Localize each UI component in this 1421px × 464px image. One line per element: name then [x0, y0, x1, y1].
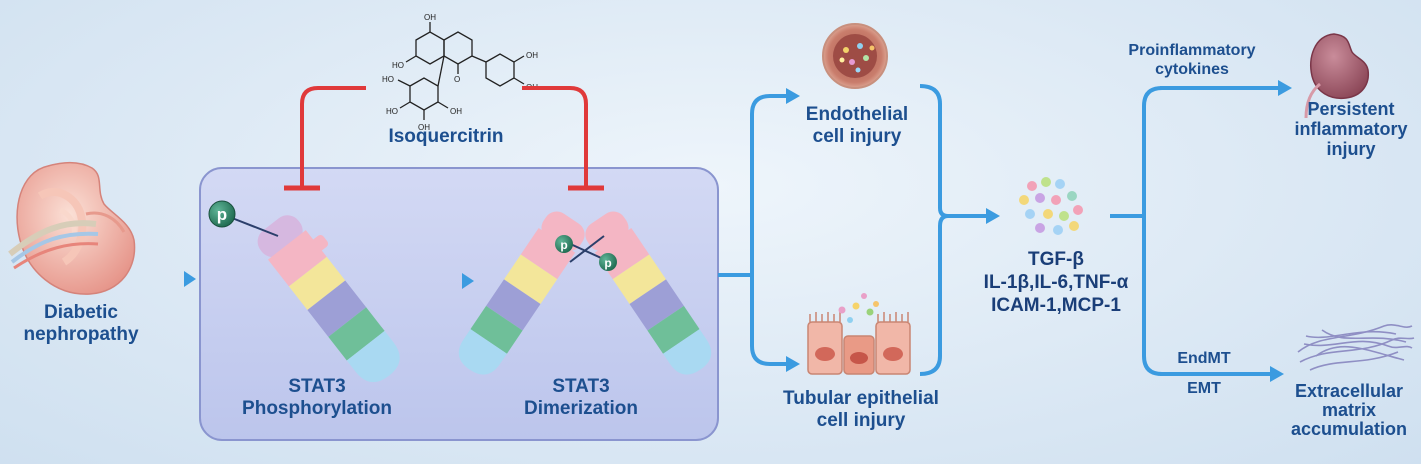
proinflam-line2: cytokines: [1155, 60, 1229, 78]
phosphate-icon: [208, 200, 236, 228]
inhibition-bracket: [284, 86, 604, 191]
disease-label: Diabetic nephropathy: [18, 302, 144, 347]
cytokine-line1: TGF-β: [1028, 249, 1084, 270]
endothelial-cell-icon: [822, 23, 888, 89]
endo-line2: cell injury: [812, 126, 902, 148]
tubular-line2: cell injury: [816, 410, 906, 432]
phosphate-label: p: [217, 205, 227, 224]
kidney-icon: [8, 161, 136, 295]
arrowhead: [786, 356, 800, 372]
mol-label-ho: HO: [382, 75, 394, 84]
mol-label-ho: HO: [386, 107, 398, 116]
mol-label-oh: OH: [526, 51, 538, 60]
arrowhead: [1270, 366, 1284, 382]
tubular-cells-icon: [807, 293, 911, 375]
proinflam-line1: Proinflammatory: [1128, 42, 1256, 59]
mol-label-ho: HO: [392, 61, 404, 70]
p-link: [231, 217, 279, 237]
mol-label-oh: OH: [450, 107, 462, 116]
arrowhead: [462, 273, 474, 289]
cytokine-cluster-icon: [1019, 177, 1083, 235]
phosphate-icon: [599, 253, 617, 271]
ecm-line1: Extracellular: [1294, 381, 1404, 401]
phos-line1: STAT3: [288, 376, 346, 397]
fiber-matrix-icon: [1297, 324, 1415, 371]
phosphate-label: p: [604, 256, 611, 270]
cytokine-line2: IL-1β,IL-6,TNF-α: [983, 272, 1129, 294]
tubular-line1: Tubular epithelial: [783, 388, 939, 409]
persistent-line2: inflammatory: [1294, 118, 1408, 139]
dimer-line2: Dimerization: [523, 398, 639, 420]
endo-line1: Endothelial: [805, 104, 909, 125]
emt-label: EMT: [1187, 380, 1221, 397]
persistent-line1: Persistent: [1307, 99, 1395, 119]
drug-name: Isoquercitrin: [388, 126, 504, 147]
stat3-dimerization-label: STAT3 Dimerization: [506, 376, 656, 421]
arrowhead: [986, 208, 1000, 224]
cytokine-list: TGF-β IL-1β,IL-6,TNF-α ICAM-1,MCP-1: [968, 248, 1144, 318]
inflamed-kidney-icon: [1304, 33, 1370, 119]
proinflammatory-label: Proinflammatory cytokines: [1126, 42, 1258, 80]
disease-line2: nephropathy: [23, 324, 139, 346]
phosphate-label: p: [560, 238, 567, 252]
arrowhead: [1278, 80, 1292, 96]
ecm-line2: matrix: [1321, 400, 1377, 421]
endmt-label: EndMT: [1177, 350, 1231, 367]
persistent-injury-label: Persistent inflammatory injury: [1284, 99, 1418, 159]
tubular-injury-label: Tubular epithelial cell injury: [768, 388, 954, 433]
branch-arrows-outcome: [1110, 86, 1280, 376]
p-link: [569, 235, 605, 263]
stat3-phosphorylation-label: STAT3 Phosphorylation: [226, 376, 408, 421]
mol-label-o: O: [454, 75, 460, 84]
persistent-line3: injury: [1326, 138, 1376, 159]
arrowhead: [184, 271, 196, 287]
stat3-dimer-left: [458, 211, 585, 375]
mol-label-oh: OH: [418, 123, 430, 132]
endothelial-injury-label: Endothelial cell injury: [790, 104, 924, 149]
isoquercitrin-structure: [397, 22, 525, 120]
arrowhead: [786, 88, 800, 104]
ecm-line3: accumulation: [1290, 419, 1408, 440]
cytokine-line3: ICAM-1,MCP-1: [991, 295, 1121, 317]
ecm-accumulation-label: Extracellular matrix accumulation: [1280, 381, 1418, 440]
dimer-line1: STAT3: [552, 376, 610, 397]
disease-line1: Diabetic: [44, 302, 118, 323]
mol-label-oh: OH: [424, 13, 436, 22]
stat3-monomer: [257, 215, 400, 383]
phosphate-icon: [555, 235, 573, 253]
phos-line2: Phosphorylation: [242, 398, 392, 420]
